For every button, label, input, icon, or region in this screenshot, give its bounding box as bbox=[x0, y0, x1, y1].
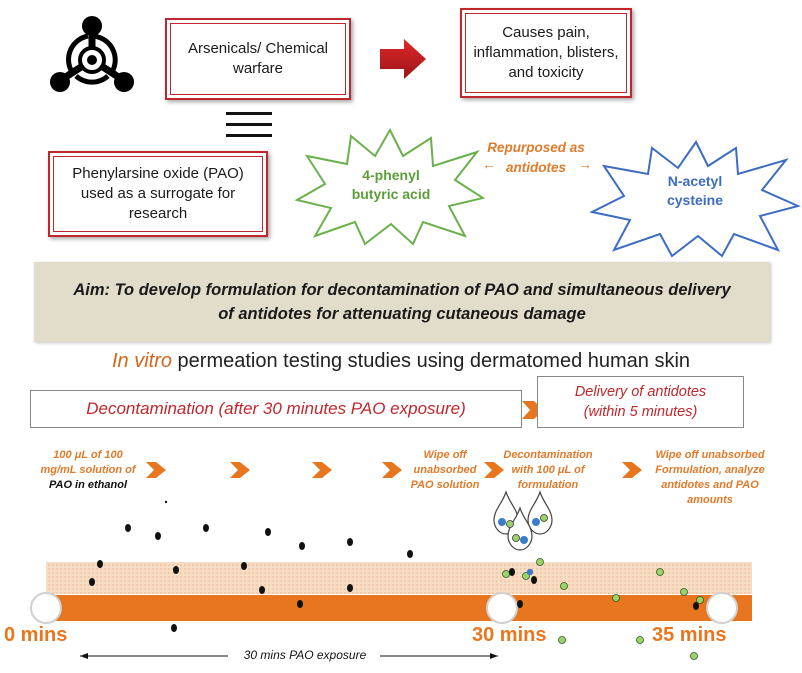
repurposed-arrow-right: → bbox=[578, 156, 592, 172]
step-wipe-pao: Wipe off unabsorbed PAO solution bbox=[405, 448, 485, 493]
exposure-arrow bbox=[80, 653, 498, 659]
timepoint-label-35: 35 mins bbox=[652, 624, 727, 646]
chevron-right-icon bbox=[146, 462, 166, 478]
step-wipe-formulation-label: Wipe off unabsorbed Formulation, analyze… bbox=[655, 449, 765, 506]
chemical-hazard-icon bbox=[50, 16, 134, 92]
effects-label: Causes pain, inflammation, blisters, and… bbox=[473, 24, 619, 81]
repurposed-text: Repurposed as antidotes bbox=[487, 140, 585, 175]
antidote-star-left bbox=[295, 128, 485, 246]
formulation-droplets bbox=[493, 490, 553, 551]
study-heading-rest: permeation testing studies using dermato… bbox=[171, 350, 691, 372]
antidote-star-right bbox=[590, 140, 802, 258]
skin-timeline bbox=[30, 500, 752, 660]
equals-icon bbox=[226, 112, 272, 137]
timepoint-marker-0 bbox=[30, 592, 62, 624]
step-apply-pao-orange: 100 μL of 100 mg/mL solution of bbox=[40, 449, 136, 476]
exposure-label: 30 mins PAO exposure bbox=[243, 648, 367, 662]
chevron-right-icon bbox=[484, 462, 504, 478]
effects-box: Causes pain, inflammation, blisters, and… bbox=[460, 8, 632, 98]
mixed-particles bbox=[509, 568, 537, 584]
antidote-right-label: N-acetyl cysteine bbox=[666, 173, 724, 208]
timepoint-marker-30 bbox=[486, 592, 518, 624]
step-apply-pao: 100 μL of 100 mg/mL solution of PAO in e… bbox=[34, 448, 142, 493]
repurposed-arrow-left: ← bbox=[482, 156, 496, 172]
study-heading-prefix: In vitro bbox=[111, 350, 172, 372]
timepoint-marker-35 bbox=[706, 592, 738, 624]
step-chevrons bbox=[146, 462, 642, 478]
skin-upper-layer bbox=[46, 562, 752, 594]
antidote-left-label: 4-phenyl butyric acid bbox=[351, 167, 431, 202]
step-wipe-pao-label: Wipe off unabsorbed PAO solution bbox=[410, 449, 480, 491]
chevron-right-icon bbox=[312, 462, 332, 478]
step-decontaminate-label: Decontamination with 100 μL of formulati… bbox=[503, 449, 593, 491]
decontamination-phase-label: Decontamination (after 30 minutes PAO ex… bbox=[86, 399, 466, 418]
step-apply-pao-black: PAO in ethanol bbox=[48, 479, 128, 491]
aim-text: Aim: To develop formulation for decontam… bbox=[73, 281, 731, 323]
chevron-right-icon bbox=[230, 462, 250, 478]
pao-label: Phenylarsine oxide (PAO) used as a surro… bbox=[72, 165, 244, 222]
repurposed-label: Repurposed as antidotes bbox=[476, 138, 596, 178]
repurposed-line: Repurposed as antidotes bbox=[476, 138, 596, 178]
arsenicals-box: Arsenicals/ Chemical warfare bbox=[165, 18, 351, 100]
step-wipe-formulation: Wipe off unabsorbed Formulation, analyze… bbox=[648, 448, 772, 508]
delivery-phase-label: Delivery of antidotes (within 5 minutes) bbox=[574, 384, 707, 420]
delivery-phase: Delivery of antidotes (within 5 minutes) bbox=[537, 376, 744, 428]
arrow-right-icon bbox=[380, 39, 426, 79]
step-decontaminate: Decontamination with 100 μL of formulati… bbox=[492, 448, 604, 493]
timepoint-label-30: 30 mins bbox=[472, 624, 547, 646]
chevron-right-icon bbox=[382, 462, 402, 478]
aim-banner: Aim: To develop formulation for decontam… bbox=[34, 262, 770, 342]
decontamination-phase: Decontamination (after 30 minutes PAO ex… bbox=[30, 390, 522, 428]
pao-box: Phenylarsine oxide (PAO) used as a surro… bbox=[48, 151, 268, 237]
pao-particles bbox=[89, 500, 699, 632]
study-heading: In vitro permeation testing studies usin… bbox=[0, 350, 802, 373]
skin-lower-layer bbox=[46, 595, 752, 621]
timepoint-label-0: 0 mins bbox=[4, 624, 68, 646]
arsenicals-label: Arsenicals/ Chemical warfare bbox=[187, 40, 329, 77]
chevron-right-icon bbox=[622, 462, 642, 478]
